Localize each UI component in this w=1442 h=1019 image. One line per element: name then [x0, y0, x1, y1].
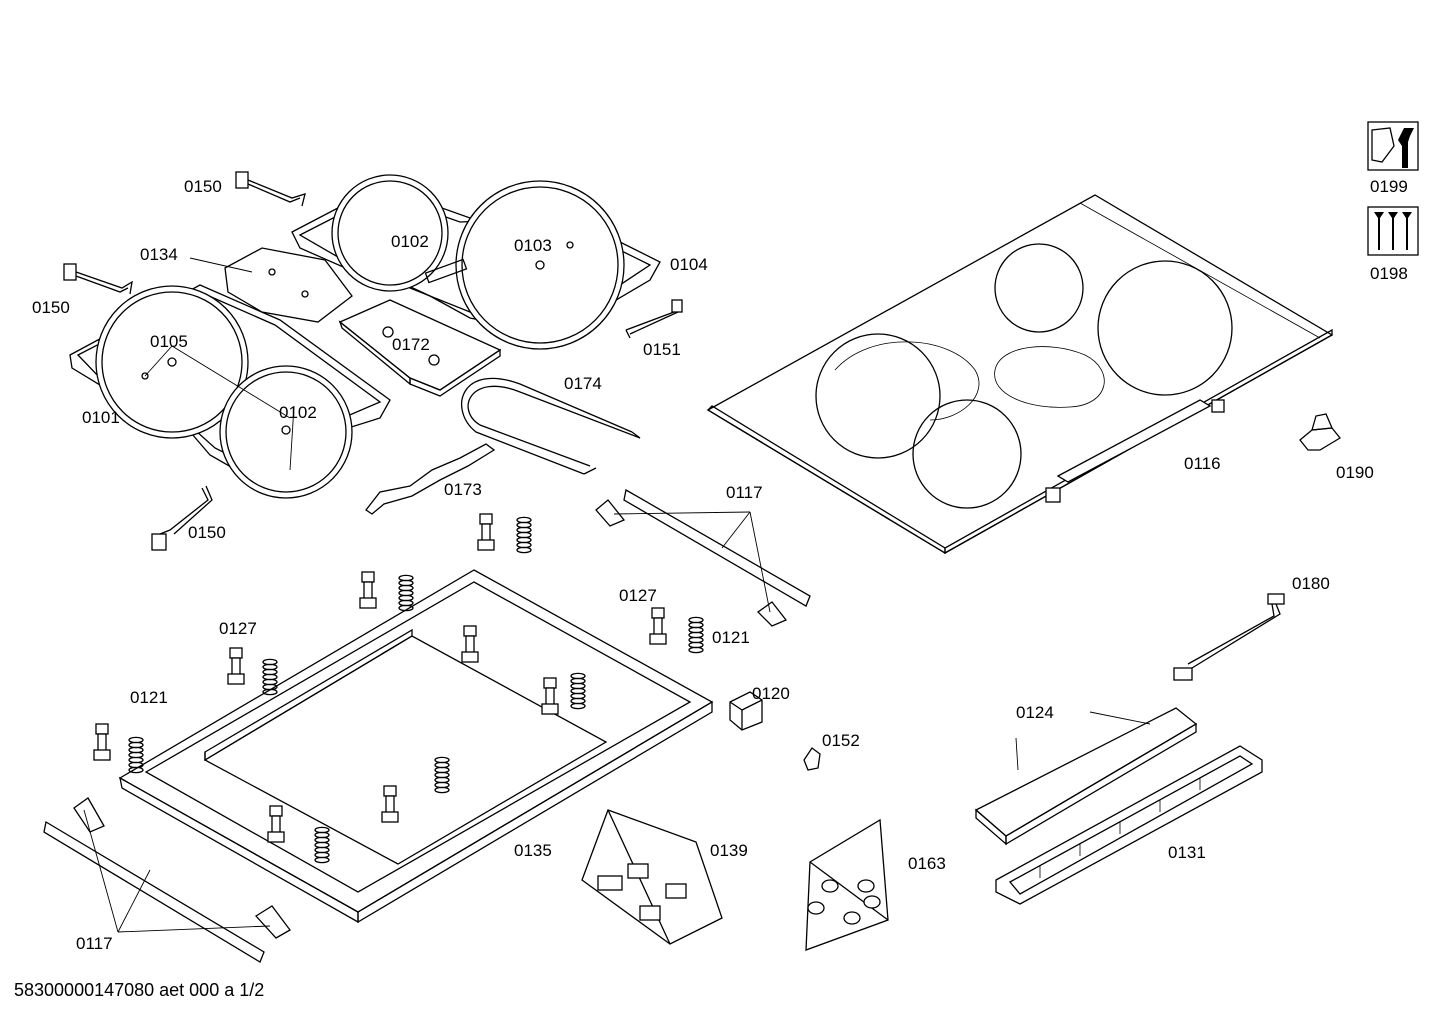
base-frame — [118, 569, 714, 924]
label-0190: 0190 — [1336, 463, 1374, 482]
label-0127-left: 0127 — [219, 619, 257, 638]
label-0150-bottom: 0150 — [188, 523, 226, 542]
leader-lines — [83, 257, 1151, 933]
spring-coil — [688, 646, 704, 654]
clip-connector — [729, 691, 763, 731]
ceramic-hob-top — [706, 194, 1334, 555]
parts-bag-screws — [805, 818, 889, 951]
springs — [128, 516, 704, 864]
spring-coil — [516, 546, 532, 554]
heating-loop — [461, 377, 641, 475]
label-0102-upper: 0102 — [391, 232, 429, 251]
angle-bracket — [1299, 427, 1341, 451]
label-0152: 0152 — [822, 731, 860, 750]
label-0102-lower: 0102 — [279, 403, 317, 422]
connector-wire-bottom — [151, 485, 213, 551]
label-0180: 0180 — [1292, 574, 1330, 593]
ribbon-cable — [1173, 593, 1285, 681]
label-0150-top: 0150 — [184, 177, 222, 196]
label-0198: 0198 — [1370, 264, 1408, 283]
spring-coil — [314, 856, 330, 864]
label-0135: 0135 — [514, 841, 552, 860]
label-0134: 0134 — [140, 245, 178, 264]
label-0121-right: 0121 — [712, 628, 750, 647]
label-0104: 0104 — [670, 255, 708, 274]
label-0117-lower: 0117 — [76, 934, 113, 953]
wrench-nut-icon — [1367, 121, 1419, 171]
parts-bag-clips — [581, 809, 723, 945]
heating-element-tray-lower — [69, 284, 391, 499]
insulation-sheet — [224, 247, 353, 323]
label-0120: 0120 — [752, 684, 790, 703]
label-0174: 0174 — [564, 374, 602, 393]
connector-wire-top — [235, 171, 306, 207]
small-clip — [803, 747, 821, 771]
spring-coil — [434, 786, 450, 794]
spring-coil — [570, 702, 586, 710]
label-0139: 0139 — [710, 841, 748, 860]
label-0121-left: 0121 — [130, 688, 168, 707]
cover-plate — [338, 299, 502, 397]
label-0199: 0199 — [1370, 177, 1408, 196]
side-bracket-upper — [595, 488, 811, 627]
spring-coil — [128, 766, 144, 774]
label-0116: 0116 — [1184, 454, 1221, 473]
connector-wire-left — [63, 263, 133, 295]
sensor-cable — [625, 299, 683, 339]
document-id: 58300000147080 aet 000 a 1/2 — [14, 980, 265, 1000]
label-0150-left: 0150 — [32, 298, 70, 317]
label-0163: 0163 — [908, 854, 946, 873]
label-0151: 0151 — [643, 340, 681, 359]
label-0127-right: 0127 — [619, 586, 657, 605]
control-circuit-board — [974, 707, 1198, 846]
label-0124: 0124 — [1016, 703, 1054, 722]
plastic-carrier — [995, 745, 1263, 905]
side-bracket-lower — [43, 797, 291, 963]
label-0117-upper: 0117 — [726, 483, 763, 502]
label-0101: 0101 — [82, 408, 120, 427]
spring-coil — [398, 604, 414, 612]
adjustment-bolts — [93, 513, 667, 843]
label-0173: 0173 — [444, 480, 482, 499]
spring-coil — [262, 688, 278, 696]
screws-icon — [1367, 206, 1419, 256]
label-0105: 0105 — [150, 332, 188, 351]
heating-element-tray-upper — [291, 174, 661, 350]
label-0131: 0131 — [1168, 843, 1206, 862]
label-0103: 0103 — [514, 236, 552, 255]
label-0172: 0172 — [392, 335, 430, 354]
part-labels: 0150 0134 0102 0103 0104 0150 0105 0172 … — [32, 177, 1408, 953]
mounting-bracket — [365, 443, 496, 515]
